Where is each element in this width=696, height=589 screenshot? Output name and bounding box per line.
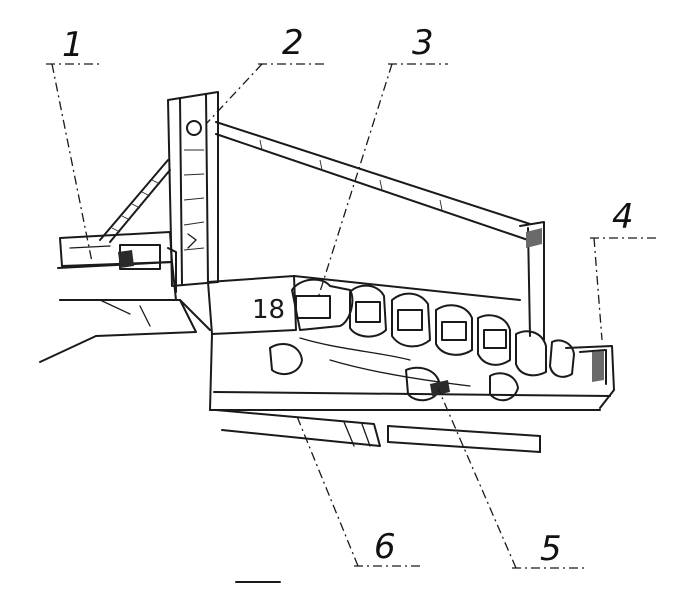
lower-rail: [215, 409, 541, 453]
callout-label-5: 5: [540, 529, 562, 569]
callout-label-2: 2: [282, 23, 304, 63]
callout-4: 4: [590, 197, 660, 341]
callout-label-4: 4: [612, 197, 634, 237]
diagonal-brace: [99, 159, 171, 243]
plate-row: [269, 278, 575, 402]
callout-label-1: 1: [62, 25, 84, 65]
callout-3: 3: [317, 23, 448, 299]
plate-frame: 18: [207, 275, 611, 411]
machine-body-left: [39, 231, 211, 363]
callout-6: 6: [295, 413, 420, 567]
callout-1: 1: [46, 25, 100, 263]
callout-label-3: 3: [412, 23, 434, 63]
right-support: [519, 221, 545, 341]
callout-label-6: 6: [374, 527, 396, 567]
overhead-beam: [215, 121, 531, 241]
plate-marking-text: 18: [252, 295, 285, 325]
right-trough: [565, 345, 615, 409]
callout-5: 5: [437, 387, 586, 569]
callout-2: 2: [205, 23, 326, 125]
